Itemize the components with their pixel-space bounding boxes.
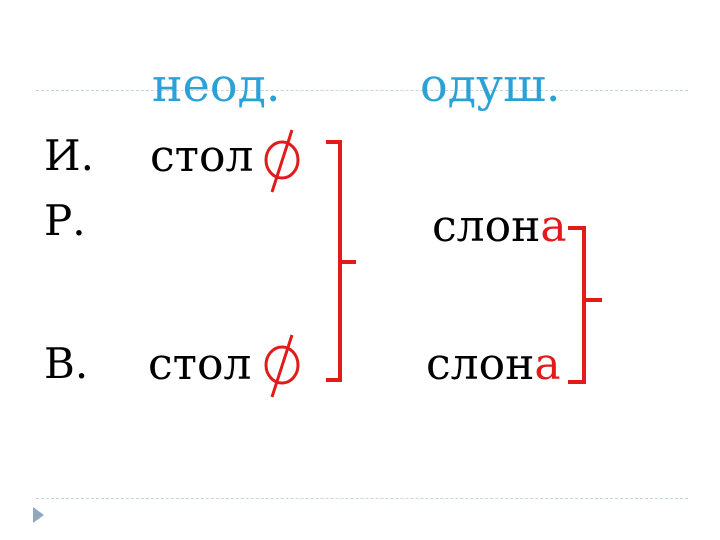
word-stol-nominative: стол [150, 131, 254, 182]
bracket-inanimate [326, 140, 342, 382]
stem: слон [432, 201, 541, 252]
word-slona-genitive: слона [432, 205, 567, 249]
bottom-dashed-divider [36, 498, 688, 499]
word-slona-accusative: слона [426, 343, 561, 387]
bracket-animate [568, 226, 586, 384]
top-dashed-divider [36, 90, 688, 91]
next-slide-arrow-icon[interactable] [33, 507, 44, 523]
case-label-accusative: В. [44, 339, 89, 388]
case-label-nominative: И. [44, 131, 94, 180]
word-stol-accusative: стол [148, 339, 252, 390]
ending-a: а [534, 339, 561, 390]
ending-a: а [540, 201, 567, 252]
stem: слон [426, 339, 535, 390]
zero-ending-icon-accusative [264, 334, 300, 398]
case-label-genitive: Р. [44, 196, 86, 245]
zero-ending-icon-nominative [264, 129, 300, 193]
heading-animate: одуш. [420, 58, 561, 112]
heading-inanimate: неод. [152, 58, 281, 112]
